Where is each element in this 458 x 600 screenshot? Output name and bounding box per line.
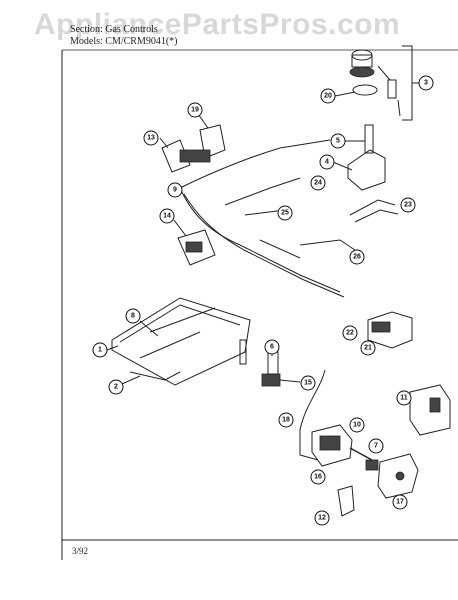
callout-22: 22: [342, 325, 358, 341]
callout-label: 5: [336, 138, 340, 145]
callout-25: 25: [277, 205, 293, 221]
callout-21: 21: [360, 340, 376, 356]
leader-8: [139, 320, 159, 337]
burner-cap-part: [349, 49, 401, 117]
leader-20: [334, 91, 356, 97]
callout-label: 8: [131, 313, 135, 320]
burner-plate-part: [111, 297, 251, 386]
callout-label: 18: [282, 417, 290, 424]
burner-tubes-part: [224, 177, 399, 251]
leader-2: [121, 375, 141, 385]
callout-5: 5: [330, 133, 346, 149]
orifice-bracket-part: [347, 124, 386, 191]
igniter-part: [367, 311, 413, 349]
callout-label: 3: [424, 80, 428, 87]
callout-label: 7: [374, 443, 378, 450]
callout-7: 7: [368, 438, 384, 454]
valve-assembly-part: [161, 124, 226, 173]
callout-label: 25: [281, 210, 289, 217]
callout-23: 23: [400, 197, 416, 213]
bracket-3: [402, 45, 413, 121]
callout-label: 16: [314, 474, 322, 481]
callout-3: 3: [418, 75, 434, 91]
callout-label: 22: [346, 330, 354, 337]
callout-label: 4: [325, 159, 329, 166]
leader-13: [159, 137, 169, 149]
callout-label: 9: [173, 187, 177, 194]
callout-label: 6: [270, 344, 274, 351]
callout-label: 26: [353, 254, 361, 261]
callout-9: 9: [167, 182, 183, 198]
callout-label: 14: [163, 213, 171, 220]
section-title: Section: Gas Controls: [70, 24, 158, 35]
callout-17: 17: [392, 494, 408, 510]
leader-4: [332, 161, 353, 171]
gas-tube-part: [299, 369, 326, 461]
callout-18: 18: [278, 412, 294, 428]
callout-6: 6: [264, 339, 280, 355]
callout-2: 2: [108, 379, 124, 395]
page-frame: [61, 49, 458, 560]
revision-date: 3/92: [72, 546, 89, 556]
callout-label: 23: [404, 202, 412, 209]
spark-module-part: [365, 453, 419, 499]
callout-24: 24: [310, 175, 326, 191]
callout-13: 13: [143, 130, 159, 146]
callout-label: 24: [314, 180, 322, 187]
callout-15: 15: [300, 375, 316, 391]
callout-12: 12: [314, 510, 330, 526]
callout-1: 1: [92, 342, 108, 358]
callout-10: 10: [349, 417, 365, 433]
manifold-pipe-part: [179, 139, 345, 298]
callout-label: 20: [324, 93, 332, 100]
callout-label: 21: [364, 345, 372, 352]
leader-14: [173, 219, 187, 237]
callout-4: 4: [319, 154, 335, 170]
callout-label: 1: [98, 347, 102, 354]
callout-layer: 1234567891011121314151617181920212223242…: [92, 75, 434, 526]
callout-label: 13: [147, 135, 155, 142]
callout-14: 14: [159, 208, 175, 224]
regulator-part: [311, 424, 373, 467]
callout-16: 16: [310, 469, 326, 485]
callout-label: 12: [318, 515, 326, 522]
callout-label: 15: [304, 380, 312, 387]
callout-11: 11: [396, 390, 412, 406]
callout-26: 26: [349, 249, 365, 265]
leader-1: [106, 345, 119, 351]
callout-label: 19: [191, 107, 199, 114]
switch-part: [177, 229, 216, 266]
callout-8: 8: [125, 308, 141, 324]
watermark-text: AppliancePartsPros.com: [34, 8, 401, 41]
callout-label: 11: [400, 395, 408, 402]
callout-19: 19: [187, 102, 203, 118]
callout-label: 10: [353, 422, 361, 429]
callout-label: 2: [114, 384, 118, 391]
models-line: Models: CM/CRM9041(*): [70, 36, 178, 47]
callout-label: 17: [396, 499, 404, 506]
callout-20: 20: [320, 88, 336, 104]
thermocouple-part: [261, 351, 301, 387]
mounting-bracket-part: [409, 384, 451, 436]
clip-part: [337, 485, 355, 517]
